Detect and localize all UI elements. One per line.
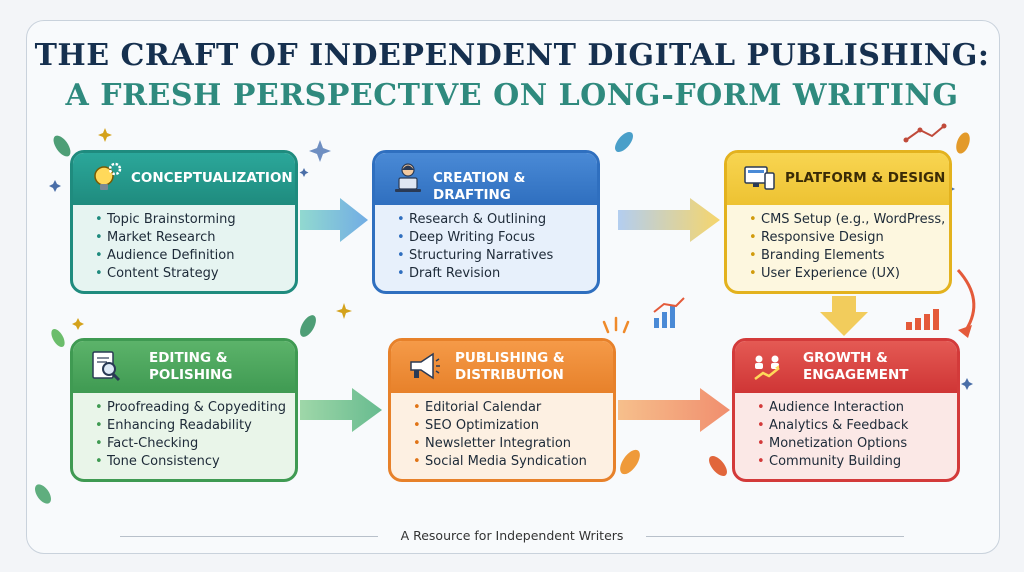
list-item: Research & Outlining xyxy=(397,211,553,229)
list-item: CMS Setup (e.g., WordPress, xyxy=(749,211,945,229)
list-item: Editorial Calendar xyxy=(413,399,587,417)
stage-heading-line-2: POLISHING xyxy=(149,367,233,383)
stage-heading: CREATION & DRAFTING xyxy=(433,170,526,203)
spark-lines-icon xyxy=(602,316,630,334)
stage-item-list: Topic Brainstorming Market Research Audi… xyxy=(95,211,236,283)
footer-credit: A Resource for Independent Writers xyxy=(400,528,624,543)
stage-heading: CONCEPTUALIZATION xyxy=(131,170,293,186)
list-item: Enhancing Readability xyxy=(95,417,286,435)
list-item: Newsletter Integration xyxy=(413,435,587,453)
mini-chart-icon xyxy=(653,123,947,330)
list-item: SEO Optimization xyxy=(413,417,587,435)
stage-card-creation-drafting: CREATION & DRAFTING Research & Outlining… xyxy=(372,150,600,294)
list-item: Monetization Options xyxy=(757,435,908,453)
stage-card-publishing-distribution: PUBLISHING & DISTRIBUTION Editorial Cale… xyxy=(388,338,616,482)
stage-item-list: Editorial Calendar SEO Optimization News… xyxy=(413,399,587,471)
stage-card-editing-polishing: EDITING & POLISHING Proofreading & Copye… xyxy=(70,338,298,482)
devices-icon xyxy=(744,166,775,190)
list-item: Audience Interaction xyxy=(757,399,908,417)
footer-divider-left xyxy=(120,536,378,537)
list-item: Topic Brainstorming xyxy=(95,211,236,229)
lightbulb-gear-icon xyxy=(94,162,122,190)
list-item: Responsive Design xyxy=(749,229,945,247)
list-item: User Experience (UX) xyxy=(749,265,945,283)
stage-card-platform-design: PLATFORM & DESIGN CMS Setup (e.g., WordP… xyxy=(724,150,952,294)
writer-laptop-icon xyxy=(395,163,421,192)
arrow-editing-to-publishing xyxy=(300,388,382,432)
list-item: Audience Definition xyxy=(95,247,236,265)
arrow-platform-to-growth xyxy=(820,296,868,336)
stage-heading-line-1: GROWTH & xyxy=(803,350,888,366)
stage-heading-line-2: DISTRIBUTION xyxy=(455,367,564,383)
list-item: Content Strategy xyxy=(95,265,236,283)
stage-item-list: Research & Outlining Deep Writing Focus … xyxy=(397,211,553,283)
list-item: Branding Elements xyxy=(749,247,945,265)
megaphone-icon xyxy=(410,352,440,380)
curved-arrow-icon xyxy=(956,268,976,331)
arrow-publishing-to-growth xyxy=(618,388,730,432)
title-line-2: A FRESH PERSPECTIVE ON LONG-FORM WRITING xyxy=(65,78,959,113)
stage-card-conceptualization: CONCEPTUALIZATION Topic Brainstorming Ma… xyxy=(70,150,298,294)
stage-item-list: Audience Interaction Analytics & Feedbac… xyxy=(757,399,908,471)
arrow-concept-to-creation xyxy=(300,198,368,242)
stage-item-list: CMS Setup (e.g., WordPress, Responsive D… xyxy=(749,211,945,283)
list-item: Market Research xyxy=(95,229,236,247)
stage-heading-line-2: ENGAGEMENT xyxy=(803,367,909,383)
leaf-icons xyxy=(35,132,970,504)
footer-divider-right xyxy=(646,536,904,537)
list-item: Analytics & Feedback xyxy=(757,417,908,435)
list-item: Social Media Syndication xyxy=(413,453,587,471)
community-growth-icon xyxy=(754,355,780,380)
stage-heading-line-1: PUBLISHING & xyxy=(455,350,565,366)
arrow-creation-to-platform xyxy=(618,198,720,242)
document-magnifier-icon xyxy=(92,351,121,382)
list-item: Draft Revision xyxy=(397,265,553,283)
list-item: Structuring Narratives xyxy=(397,247,553,265)
list-item: Proofreading & Copyediting xyxy=(95,399,286,417)
list-item: Community Building xyxy=(757,453,908,471)
stage-heading-line-1: EDITING & xyxy=(149,350,228,366)
stage-heading: PLATFORM & DESIGN xyxy=(785,170,946,186)
stage-card-growth-engagement: GROWTH & ENGAGEMENT Audience Interaction… xyxy=(732,338,960,482)
list-item: Tone Consistency xyxy=(95,453,286,471)
stage-item-list: Proofreading & Copyediting Enhancing Rea… xyxy=(95,399,286,471)
list-item: Fact-Checking xyxy=(95,435,286,453)
title-line-1: THE CRAFT OF INDEPENDENT DIGITAL PUBLISH… xyxy=(34,38,990,73)
list-item: Deep Writing Focus xyxy=(397,229,553,247)
